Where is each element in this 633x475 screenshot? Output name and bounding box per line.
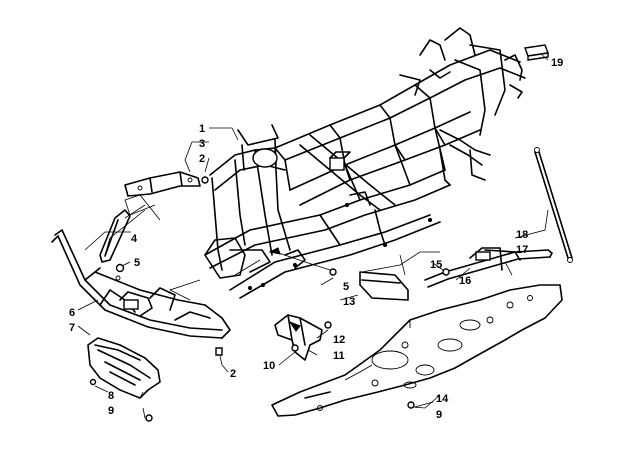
callout-7: 7 bbox=[69, 322, 75, 334]
callout-labels: 1 3 2 4 5 6 7 2 8 9 5 13 12 11 10 15 16 … bbox=[69, 57, 563, 421]
callout-5-left: 5 bbox=[134, 257, 140, 269]
footrest-bracket bbox=[424, 247, 553, 288]
callout-10: 10 bbox=[263, 360, 275, 372]
front-upper-bracket bbox=[124, 171, 201, 197]
front-bumper bbox=[51, 229, 231, 339]
callout-18: 18 bbox=[516, 229, 528, 241]
callout-2-top: 2 bbox=[199, 153, 205, 165]
callout-13: 13 bbox=[343, 296, 355, 308]
callout-19: 19 bbox=[551, 57, 563, 69]
callout-15: 15 bbox=[430, 259, 442, 271]
callout-3: 3 bbox=[199, 138, 205, 150]
support-rod bbox=[534, 147, 573, 263]
callout-5-center: 5 bbox=[343, 281, 349, 293]
callout-6: 6 bbox=[69, 307, 75, 319]
support-bracket bbox=[274, 314, 323, 361]
callout-8: 8 bbox=[108, 390, 114, 402]
fasteners bbox=[89, 176, 450, 422]
callout-11: 11 bbox=[333, 350, 345, 362]
callout-1: 1 bbox=[199, 123, 205, 135]
main-frame bbox=[204, 27, 526, 299]
leader-lines bbox=[77, 54, 549, 419]
callout-9-right: 9 bbox=[436, 409, 442, 421]
bracket-plate bbox=[359, 271, 409, 301]
bumper-bracket bbox=[99, 209, 131, 263]
main-skid-plate bbox=[271, 284, 563, 417]
front-skid-plate bbox=[87, 337, 161, 399]
callout-4: 4 bbox=[131, 233, 138, 245]
callout-16: 16 bbox=[459, 275, 471, 287]
cap-plug bbox=[524, 44, 549, 61]
callout-2-bottom: 2 bbox=[230, 368, 236, 380]
callout-14: 14 bbox=[436, 393, 449, 405]
callout-17: 17 bbox=[516, 244, 528, 256]
callout-9-left: 9 bbox=[108, 405, 114, 417]
callout-12: 12 bbox=[333, 334, 345, 346]
